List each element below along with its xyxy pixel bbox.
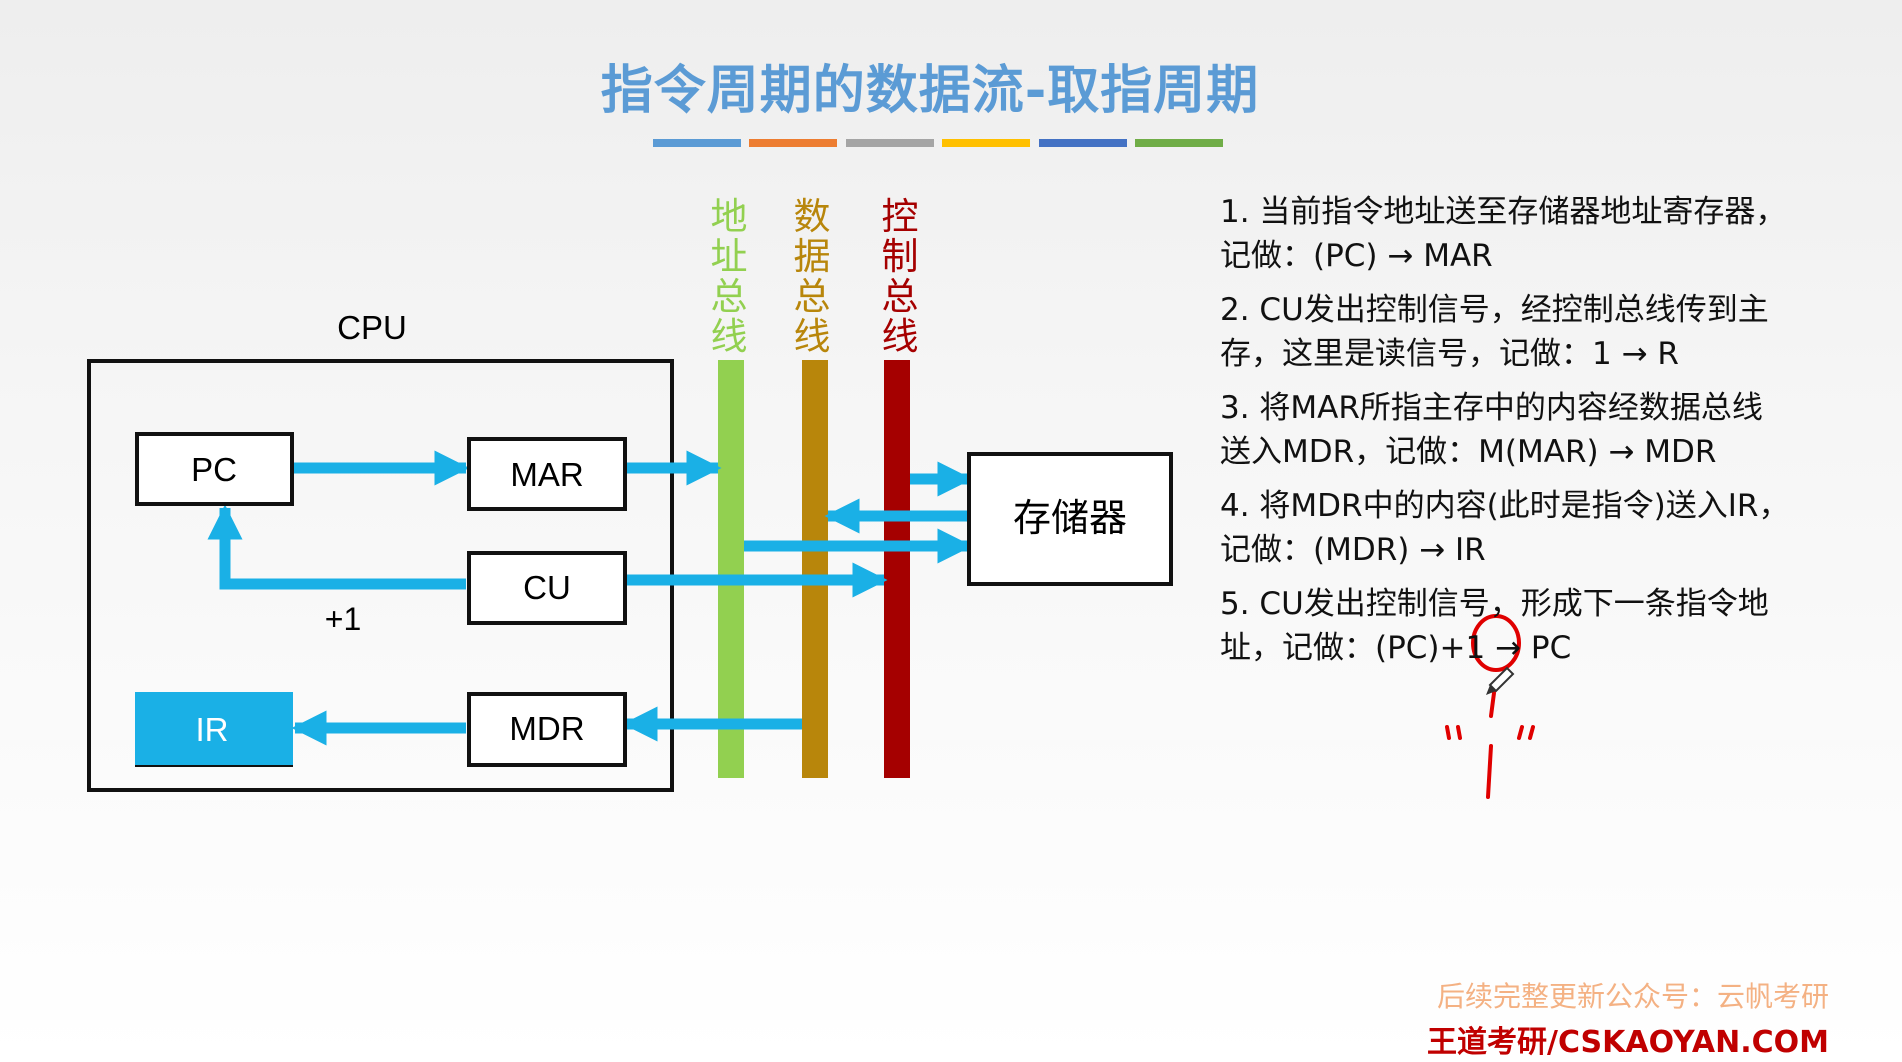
- step-line: 3. 将MAR所指主存中的内容经数据总线: [1220, 390, 1763, 426]
- steps-list: 1. 当前指令地址送至存储器地址寄存器， 记做：(PC) → MAR 2. CU…: [1220, 190, 1860, 680]
- step-item: 5. CU发出控制信号，形成下一条指令地 址，记做：(PC)+1 → PC: [1220, 582, 1860, 670]
- address-bus-char: 总: [710, 275, 748, 318]
- mdr-box: [467, 692, 627, 767]
- footer-wechat: 后续完整更新公众号：云帆考研: [1436, 980, 1829, 1013]
- step-line: 送入MDR，记做：M(MAR) → MDR: [1220, 434, 1717, 470]
- arrows: [207, 450, 973, 746]
- ir-label: IR: [196, 711, 229, 748]
- control-bus: [884, 360, 910, 778]
- cpu-label: CPU: [337, 309, 407, 346]
- step-line: 记做：(PC) → MAR: [1220, 238, 1493, 274]
- handwritten-annotation: [1445, 614, 1535, 799]
- memory-box: [967, 452, 1173, 586]
- color-strip: [653, 139, 1223, 147]
- address-bus-title: 地 址 总 线: [709, 197, 749, 357]
- data-bus-char: 线: [793, 315, 831, 358]
- mar-label: MAR: [510, 456, 583, 493]
- step-line: 址，记做：(PC)+1 → PC: [1220, 630, 1572, 666]
- step-line: 5. CU发出控制信号，形成下一条指令地: [1220, 586, 1769, 622]
- step-item: 4. 将MDR中的内容(此时是指令)送入IR， 记做：(MDR) → IR: [1220, 484, 1860, 572]
- address-bus-char: 址: [710, 235, 748, 278]
- step-item: 1. 当前指令地址送至存储器地址寄存器， 记做：(PC) → MAR: [1220, 190, 1860, 278]
- step-item: 3. 将MAR所指主存中的内容经数据总线 送入MDR，记做：M(MAR) → M…: [1220, 386, 1860, 474]
- control-bus-char: 线: [881, 315, 919, 358]
- ir-box: [135, 692, 293, 765]
- cu-box: [467, 551, 627, 625]
- annotation-circle: [1471, 614, 1521, 672]
- annotation-stroke: [1486, 744, 1493, 799]
- pen-cursor-icon: [1486, 666, 1515, 695]
- step-line: 4. 将MDR中的内容(此时是指令)送入IR，: [1220, 488, 1790, 524]
- data-bus: [802, 360, 828, 778]
- control-bus-char: 控: [881, 195, 919, 238]
- cu-label: CU: [523, 569, 571, 606]
- memory-label: 存储器: [1013, 496, 1127, 540]
- annotation-stroke: [1489, 691, 1496, 718]
- slide-title: 指令周期的数据流-取指周期: [600, 61, 1260, 121]
- strip-segment: [1135, 139, 1223, 147]
- annotation-quote-left: [1445, 725, 1462, 740]
- address-bus-char: 地: [710, 195, 748, 238]
- step-line: 记做：(MDR) → IR: [1220, 532, 1486, 568]
- step-line: 存，这里是读信号，记做：1 → R: [1220, 336, 1679, 372]
- strip-segment: [942, 139, 1030, 147]
- strip-segment: [1039, 139, 1127, 147]
- annotation-quote-right: [1517, 725, 1535, 740]
- data-bus-char: 总: [793, 275, 831, 318]
- step-line: 2. CU发出控制信号，经控制总线传到主: [1220, 292, 1769, 328]
- mar-box: [467, 437, 627, 511]
- strip-segment: [749, 139, 837, 147]
- control-bus-title: 控 制 总 线: [880, 197, 920, 357]
- strip-segment: [846, 139, 934, 147]
- pc-box: [135, 432, 294, 506]
- step-line: 1. 当前指令地址送至存储器地址寄存器，: [1220, 194, 1787, 230]
- data-bus-char: 据: [793, 235, 831, 278]
- address-bus: [718, 360, 744, 778]
- control-bus-char: 制: [881, 235, 919, 278]
- cu-to-pc-arrow: [207, 504, 466, 590]
- mdr-label: MDR: [509, 710, 584, 747]
- data-bus-char: 数: [793, 195, 831, 238]
- footer-brand: 王道考研/CSKAOYAN.COM: [1427, 1025, 1829, 1060]
- plus-one-label: +1: [325, 601, 361, 637]
- control-bus-char: 总: [881, 275, 919, 318]
- address-bus-char: 线: [710, 315, 748, 358]
- data-bus-title: 数 据 总 线: [792, 197, 832, 357]
- pc-label: PC: [191, 451, 237, 488]
- strip-segment: [653, 139, 741, 147]
- step-item: 2. CU发出控制信号，经控制总线传到主 存，这里是读信号，记做：1 → R: [1220, 288, 1860, 376]
